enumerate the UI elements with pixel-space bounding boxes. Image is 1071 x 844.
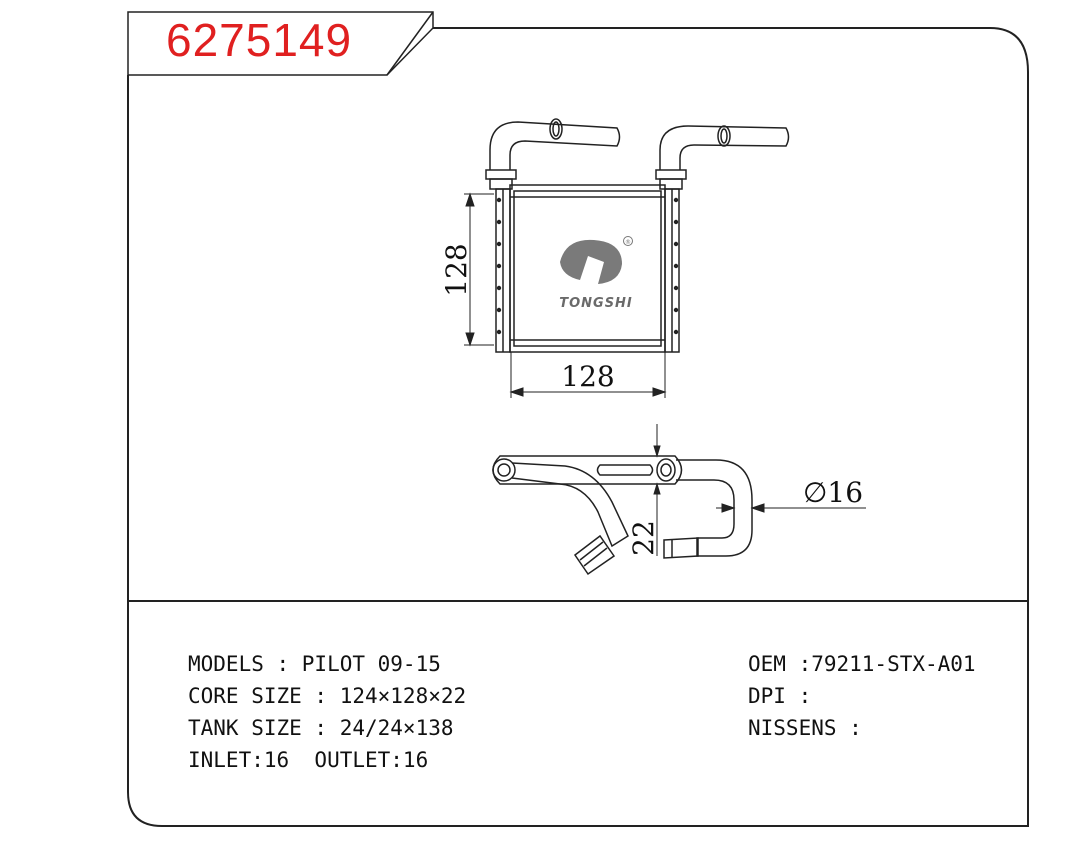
part-number-tab: [127, 11, 434, 76]
tongshi-logo: ® TONGSHI: [559, 236, 633, 311]
top-right-pipe: [676, 459, 753, 557]
depth-dimension: [653, 424, 661, 556]
outer-border: [127, 27, 1029, 827]
spec-core-size: CORE SIZE : 124×128×22: [188, 684, 467, 708]
right-pipe: [655, 125, 790, 190]
logo-emblem: [560, 239, 622, 284]
tank-rivets: [496, 197, 679, 335]
diameter-dimension: [716, 503, 866, 513]
top-left-pipe: [511, 462, 629, 548]
height-dimension: [464, 192, 494, 347]
spec-models: MODELS : PILOT 09-15: [188, 652, 441, 676]
tab-diagonal: [386, 11, 434, 76]
logo-brand-text: TONGSHI: [559, 296, 633, 311]
height-dimension-label: 128: [440, 243, 473, 296]
spec-nissens: NISSENS :: [748, 716, 862, 740]
spec-dpi: DPI :: [748, 684, 812, 708]
width-dimension-label: 128: [561, 360, 614, 393]
width-dimension: [509, 352, 667, 398]
depth-dimension-label: 22: [627, 520, 660, 556]
spec-oem: OEM :79211-STX-A01: [748, 652, 976, 676]
right-tank: [664, 188, 680, 353]
core-body: [509, 184, 666, 353]
part-number: 6275149: [166, 14, 353, 66]
heater-core-front-view: [485, 118, 790, 353]
left-tank: [495, 188, 511, 353]
logo-registered-mark: ®: [625, 239, 631, 246]
left-pipe: [485, 118, 621, 190]
heater-core-top-view: [492, 455, 753, 576]
spec-tank-size: TANK SIZE : 24/24×138: [188, 716, 454, 740]
spec-inlet-outlet: INLET:16 OUTLET:16: [188, 748, 429, 772]
diameter-dimension-label: ∅16: [803, 476, 863, 509]
